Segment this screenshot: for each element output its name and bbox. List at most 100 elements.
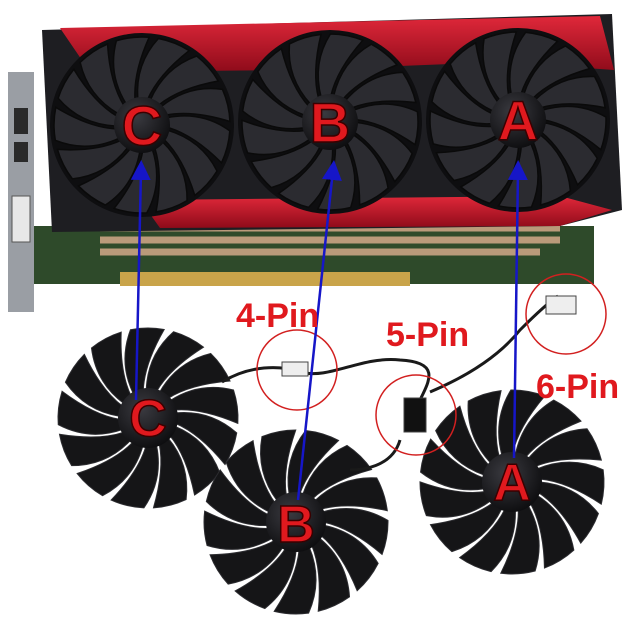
graphics-card — [8, 14, 622, 312]
fan-blade — [77, 147, 141, 206]
fan-blade — [76, 441, 144, 497]
fan-blade — [259, 429, 297, 502]
fan-blade — [241, 78, 306, 130]
fan-blade — [311, 537, 351, 612]
fan-blade — [537, 481, 599, 545]
fan-blade — [203, 510, 274, 550]
fan-blade — [136, 37, 191, 101]
fan-blade — [209, 539, 284, 585]
fan-blade — [435, 136, 508, 182]
fan-blade — [56, 139, 130, 180]
fan-blade — [332, 43, 399, 101]
fan-blade — [532, 133, 572, 207]
fan-blade — [482, 31, 518, 102]
fan-blade — [313, 477, 388, 512]
fan-blade — [58, 431, 132, 467]
fan-blade — [353, 121, 413, 183]
fan-blade — [352, 103, 419, 146]
fan-b — [203, 429, 389, 615]
fan-blade — [301, 444, 373, 500]
card-label-b: B — [310, 91, 350, 154]
fan-blade — [467, 390, 502, 465]
fan-blade — [153, 140, 188, 213]
fan-blade — [169, 425, 221, 496]
fan-blade — [419, 481, 492, 518]
fan-blade — [166, 115, 231, 165]
fan-blade — [317, 33, 365, 99]
card-label-a: A — [498, 89, 538, 152]
fan-blade — [57, 68, 119, 127]
fan-blade — [527, 428, 603, 468]
label-5pin: 5-Pin — [386, 316, 469, 354]
fan-blade — [159, 87, 231, 123]
fan-blade — [256, 47, 310, 117]
fan-blade — [145, 331, 205, 392]
fan-a — [419, 389, 605, 575]
fan-blade — [514, 399, 582, 458]
fan-blade — [344, 71, 417, 109]
label-4pin: 4-Pin — [236, 297, 319, 335]
arrow-c — [130, 160, 151, 401]
fan-blade — [429, 502, 503, 553]
fan-blade — [345, 133, 389, 206]
fan-c — [56, 326, 240, 510]
io-port-dvi — [11, 195, 31, 243]
fan-blade — [458, 508, 516, 573]
fan-blade — [449, 41, 500, 113]
fan-blade — [152, 437, 188, 509]
fan-blade — [90, 331, 132, 405]
fan-blade — [273, 546, 317, 615]
fan-blade — [536, 461, 605, 506]
fan-blade — [541, 105, 607, 151]
card-fan-a — [426, 28, 610, 212]
arrow-b — [296, 160, 342, 501]
fan-blade — [234, 547, 297, 610]
fan-blade — [169, 386, 239, 425]
pcie-gold-fingers — [120, 272, 410, 286]
fan-blade — [250, 140, 322, 189]
fan-blade — [174, 411, 238, 466]
fan-blade — [288, 33, 323, 106]
fan-blade — [79, 42, 126, 115]
fan-blade — [499, 504, 540, 575]
connector-4pin — [281, 361, 309, 377]
io-port-dp — [14, 142, 28, 162]
highlight-circle-6pin — [525, 273, 607, 355]
fan-blade — [110, 444, 159, 509]
fan-blade — [158, 352, 231, 400]
fan-blade — [435, 405, 490, 476]
fan-blade — [241, 119, 312, 156]
fan-blade — [57, 390, 124, 435]
fan-blade — [225, 439, 276, 513]
fan-blade — [533, 75, 607, 109]
fan-blade — [320, 524, 379, 592]
fan-blade — [529, 494, 575, 569]
fan-blade — [149, 55, 220, 106]
fan-blade — [509, 31, 559, 96]
fan-label-a: A — [493, 454, 531, 512]
fan-blade — [522, 45, 591, 100]
fan-blade — [498, 389, 546, 457]
card-label-c: C — [122, 94, 162, 157]
fan-label-b: B — [277, 496, 315, 554]
fan-blade — [205, 469, 270, 526]
label-6pin: 6-Pin — [536, 368, 619, 406]
io-port-hdmi — [14, 108, 28, 134]
connector-5pin — [403, 397, 427, 433]
fan-blade — [112, 36, 151, 106]
fan-blade — [420, 438, 486, 491]
fan-blade — [321, 507, 389, 556]
fan-blade — [53, 106, 121, 147]
connector-6pin — [545, 295, 577, 315]
fan-label-c: C — [129, 390, 167, 448]
card-fan-c — [50, 33, 234, 217]
highlight-circle-5pin — [375, 374, 457, 456]
fan-blade — [431, 70, 494, 125]
fan-blade — [124, 327, 166, 395]
fan-blade — [540, 121, 599, 187]
arrow-a — [507, 160, 528, 459]
fan-blade — [429, 109, 498, 148]
fan-blade — [64, 353, 124, 417]
highlight-circle-4pin — [256, 329, 338, 411]
